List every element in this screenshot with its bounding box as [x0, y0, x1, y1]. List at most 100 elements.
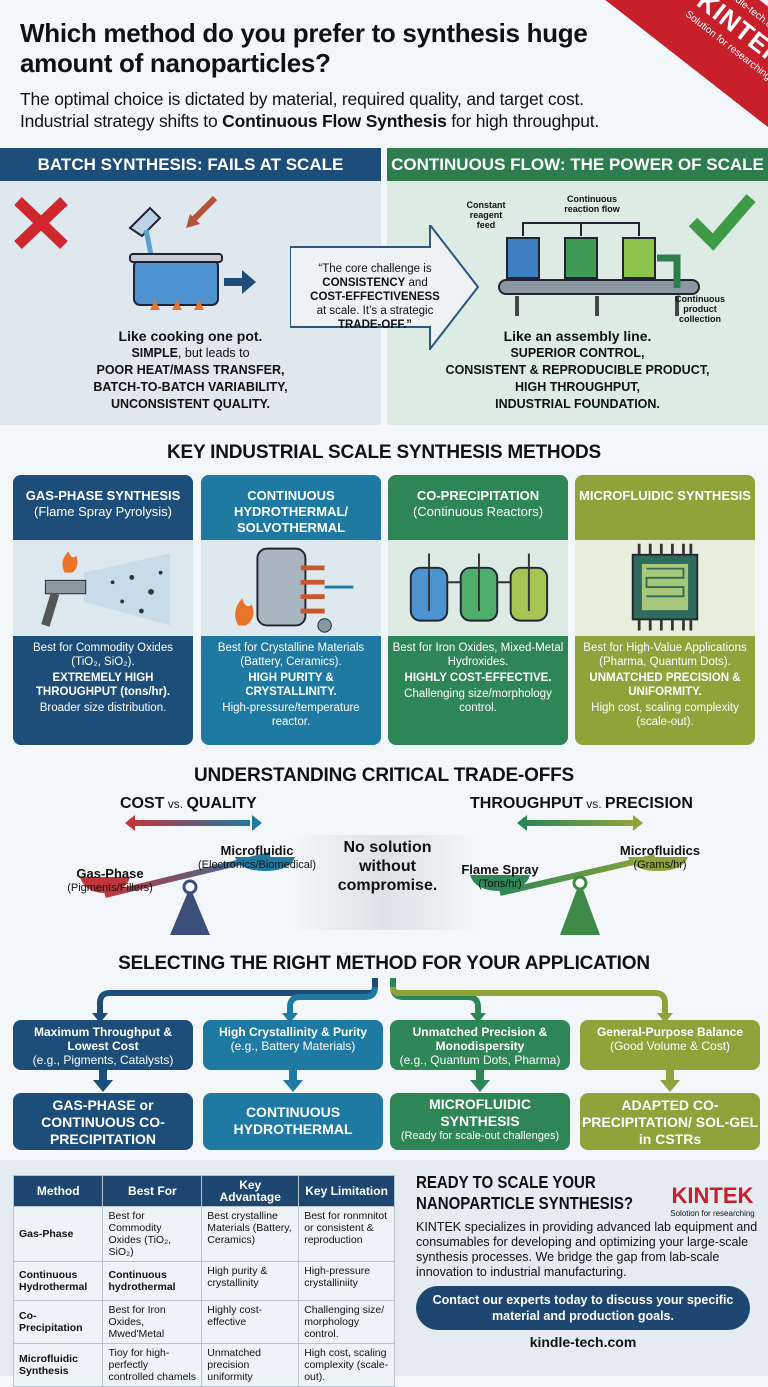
method-title: GAS-PHASE SYNTHESIS: [25, 488, 181, 503]
table-cell: Challenging size/ morphology control.: [298, 1300, 395, 1344]
flow-line: CONSISTENT & REPRODUCIBLE PRODUCT,: [445, 363, 710, 377]
gas-phase-label: Gas-Phase(Pigments/Fillers): [67, 866, 153, 894]
method-title: MICROFLUIDIC SYNTHESIS: [579, 488, 751, 503]
selection-title: SELECTING THE RIGHT METHOD FOR YOUR APPL…: [118, 953, 650, 974]
assembly-line-icon: [498, 222, 700, 316]
application-need-box: Maximum Throughput & Lowest Cost(e.g., P…: [13, 1020, 193, 1070]
method-advantage: HIGHLY COST-EFFECTIVE.: [404, 672, 552, 684]
application-need-box: High Crystallinity & Purity(e.g., Batter…: [203, 1020, 383, 1070]
table-header-cell: Best For: [102, 1175, 203, 1207]
down-arrow: [289, 1070, 297, 1082]
method-illustration: [575, 540, 755, 636]
table-cell: Best for Iron Oxides, Mwed'Metal: [102, 1300, 203, 1344]
batch-line: POOR HEAT/MASS TRANSFER,: [96, 363, 285, 377]
batch-line: SIMPLE, but leads to: [131, 346, 250, 360]
table-cell: Unmatched precision uniformity: [201, 1343, 300, 1387]
method-subtitle: (Flame Spray Pyrolysis): [34, 504, 172, 519]
method-card: CO-PRECIPITATION(Continuous Reactors) Be…: [388, 475, 568, 745]
website-link[interactable]: kindle-tech.com: [529, 1334, 637, 1350]
method-card: MICROFLUIDIC SYNTHESIS Best for High-Val…: [575, 475, 755, 745]
table-cell: High purity & crystallinity: [201, 1261, 300, 1301]
x-icon: [14, 197, 68, 249]
method-card-header: GAS-PHASE SYNTHESIS(Flame Spray Pyrolysi…: [13, 475, 193, 540]
flow-description: Like an assembly line. SUPERIOR CONTROL,…: [387, 328, 768, 413]
tradeoffs-title: UNDERSTANDING CRITICAL TRADE-OFFS: [193, 765, 575, 786]
microfluidic-chip-icon: [631, 543, 699, 631]
subtitle-line-1: The optimal choice is dictated by materi…: [20, 89, 584, 109]
decision-tree-lines: [92, 978, 680, 1092]
method-card-header: CONTINUOUS HYDROTHERMAL/ SOLVOTHERMAL: [201, 475, 381, 540]
method-title: CONTINUOUS HYDROTHERMAL/ SOLVOTHERMAL: [233, 488, 349, 535]
down-arrow-head: [283, 1080, 303, 1092]
table-cell: Best for ronmnitot or consistent & repro…: [298, 1206, 395, 1262]
method-best-for: Best for High-Value Applications (Pharma…: [583, 642, 747, 668]
method-card-body: Best for Iron Oxides, Mixed-Metal Hydrox…: [388, 636, 568, 720]
label-product-collection: Continuous product collection: [675, 294, 725, 324]
recommended-method-box: ADAPTED CO-PRECIPITATION/ SOL-GEL in CST…: [580, 1093, 760, 1150]
reactor-tanks-icon: [409, 553, 549, 622]
table-cell: Best crystalline Materials (Battery, Cer…: [201, 1206, 300, 1262]
down-arrow-head: [93, 1080, 113, 1092]
method-advantage: UNMATCHED PRECISION & UNIFORMITY.: [589, 672, 741, 698]
method-illustration: [13, 540, 193, 636]
contact-experts-button[interactable]: Contact our experts today to discuss you…: [416, 1286, 750, 1330]
table-cell: Co-Precipitation: [12, 1300, 104, 1344]
method-title: CO-PRECIPITATION: [416, 488, 540, 503]
method-advantage: EXTREMELY HIGH THROUGHPUT (tons/hr).: [35, 672, 171, 698]
batch-line: UNCONSISTENT QUALITY.: [110, 397, 271, 411]
microfluidic-label: Microfluidic(Electronics/Biomedical): [198, 843, 316, 871]
page-subtitle: The optimal choice is dictated by materi…: [20, 88, 710, 132]
table-cell: High-pressure crystalliniity: [298, 1261, 395, 1301]
table-cell: Best for Commodity Oxides (TiO₂, SiO₂): [102, 1206, 203, 1262]
method-card-body: Best for Commodity Oxides (TiO₂, SiO₂). E…: [13, 636, 193, 720]
batch-line: BATCH-TO-BATCH VARIABILITY,: [93, 380, 288, 394]
down-arrow: [666, 1070, 674, 1082]
flame-spray-label: Flame Spray(Tons/hr): [461, 862, 539, 890]
down-arrow-head: [660, 1080, 680, 1092]
cost-vs-quality-label: COST vs. QUALITY: [120, 795, 257, 812]
kintek-logo: KINTEK Solotion for researching: [665, 1183, 760, 1218]
method-card-body: Best for Crystalline Materials (Battery,…: [201, 636, 381, 734]
subtitle-line-2: Industrial strategy shifts to Continuous…: [20, 110, 710, 132]
check-icon: [688, 194, 756, 251]
balance-scales: [80, 815, 688, 935]
label-reagent-feed: Constant reagent feed: [466, 200, 506, 230]
page-title: Which method do you prefer to synthesis …: [20, 18, 588, 78]
recommended-method-box: CONTINUOUS HYDROTHERMAL: [203, 1093, 383, 1150]
method-advantage: HIGH PURITY & CRYSTALLINITY.: [245, 672, 337, 698]
label-reaction-flow: Continuous reaction flow: [564, 194, 620, 214]
application-need-box: Unmatched Precision & Monodispersity(e.g…: [390, 1020, 570, 1070]
method-best-for: Best for Crystalline Materials (Battery,…: [217, 642, 365, 668]
method-best-for: Best for Commodity Oxides (TiO₂, SiO₂).: [33, 642, 173, 668]
method-card: CONTINUOUS HYDROTHERMAL/ SOLVOTHERMAL Be…: [201, 475, 381, 745]
quote-arrow: [290, 225, 480, 350]
method-limitation: High cost, scaling complexity (scale-out…: [591, 702, 739, 728]
table-header-cell: Key Advantage: [201, 1175, 300, 1207]
recommended-method-box: GAS-PHASE or CONTINUOUS CO-PRECIPITATION: [13, 1093, 193, 1150]
down-arrow: [476, 1070, 484, 1082]
cta-title: READY TO SCALE YOUR NANOPARTICLE SYNTHES…: [416, 1172, 634, 1213]
method-subtitle: (Continuous Reactors): [412, 504, 544, 519]
method-best-for: Best for Iron Oxides, Mixed-Metal Hydrox…: [392, 642, 564, 668]
down-arrow: [99, 1070, 107, 1082]
flow-line: HIGH THROUGHPUT,: [515, 380, 640, 394]
method-limitation: Challenging size/morphology control.: [404, 688, 552, 714]
hydrothermal-reactor-icon: [235, 547, 354, 633]
method-card-header: CO-PRECIPITATION(Continuous Reactors): [388, 475, 568, 540]
cooking-pot-icon: [128, 195, 256, 310]
table-header-cell: Key Limitation: [298, 1175, 395, 1207]
recommended-method-box: MICROFLUIDIC SYNTHESIS(Ready for scale-o…: [390, 1093, 570, 1150]
table-cell: Continuous hydrothermal: [102, 1261, 203, 1301]
method-card-body: Best for High-Value Applications (Pharma…: [575, 636, 755, 734]
flow-lead: Like an assembly line.: [503, 328, 652, 344]
subtitle-text: for high throughput.: [446, 111, 600, 131]
flame-spray-gun-icon: [41, 551, 171, 627]
batch-panel: BATCH SYNTHESIS: FAILS AT SCALE Like coo…: [0, 148, 381, 425]
table-cell: Highly cost-effective: [201, 1300, 300, 1344]
